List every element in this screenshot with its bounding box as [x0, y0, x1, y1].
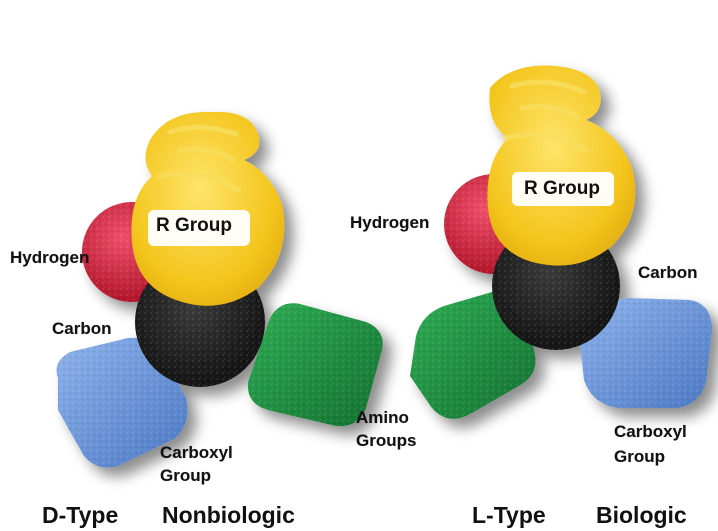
d-amino-label-line2: Groups — [356, 430, 416, 451]
d-type-model — [57, 112, 383, 468]
nonbiologic-caption: Nonbiologic — [162, 502, 295, 528]
d-carbon-label: Carbon — [52, 318, 112, 339]
l-type-model — [410, 65, 712, 418]
l-r-group-blob — [487, 65, 635, 265]
l-carbon-label: Carbon — [638, 262, 698, 283]
l-r-group-label: R Group — [524, 178, 600, 200]
l-carboxyl-label-line2: Group — [614, 446, 665, 467]
l-carboxyl-label-line1: Carboxyl — [614, 421, 687, 442]
l-hydrogen-label: Hydrogen — [350, 212, 429, 233]
d-amino-label-line1: Amino — [356, 407, 409, 428]
d-hydrogen-label: Hydrogen — [10, 247, 89, 268]
d-r-group-label: R Group — [156, 215, 232, 237]
d-r-group-blob — [131, 112, 284, 306]
biologic-caption: Biologic — [596, 502, 687, 528]
l-type-caption: L-Type — [472, 502, 546, 528]
d-carboxyl-label-line2: Group — [160, 465, 211, 486]
d-carboxyl-label-line1: Carboxyl — [160, 442, 233, 463]
d-type-caption: D-Type — [42, 502, 118, 528]
